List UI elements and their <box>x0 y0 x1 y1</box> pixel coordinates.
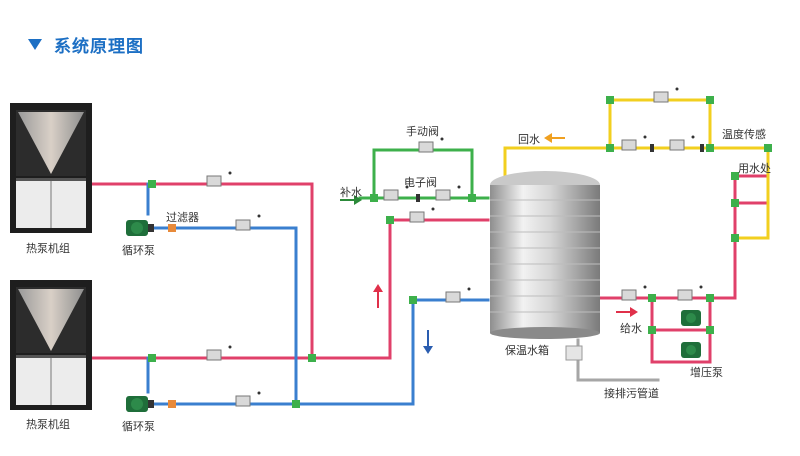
sensor-node-1 <box>650 144 654 152</box>
booster-pump-2-icon <box>681 342 701 358</box>
hot-pipe-to-booster <box>598 174 737 300</box>
arrow-down-blue-icon <box>423 330 433 354</box>
valves <box>206 91 693 407</box>
temp-sensor-node <box>700 144 704 152</box>
pump-1-label: 循环泵 <box>122 244 155 257</box>
filter-icons <box>168 224 176 408</box>
storage-tank <box>490 171 600 361</box>
supply-water-label: 给水 <box>620 322 642 335</box>
manual-valve-label: 手动阀 <box>406 125 439 138</box>
arrow-up-red-icon <box>373 284 383 308</box>
pipe-joints <box>148 96 772 408</box>
valve-handles <box>228 87 703 395</box>
solenoid-valve-label: 电子阀 <box>404 176 437 189</box>
pump-2-label: 循环泵 <box>122 420 155 433</box>
booster-pump-label: 增压泵 <box>690 366 723 379</box>
diagram-title: 系统原理图 <box>28 32 144 57</box>
temp-sensor-label: 温度传感 <box>722 128 766 141</box>
drain-pipe <box>576 338 660 382</box>
tank-label: 保温水箱 <box>505 344 549 357</box>
booster-pump-1-icon <box>681 310 701 326</box>
heat-pump-2-label: 热泵机组 <box>26 418 70 431</box>
hot-pipe-unit2 <box>90 218 490 360</box>
cold-pipe-unit2 <box>148 298 490 406</box>
circulation-pump-1-icon <box>126 220 154 236</box>
solenoid-valve-core <box>416 194 420 202</box>
title-text: 系统原理图 <box>54 37 144 57</box>
arrow-left-orange-icon <box>544 133 565 143</box>
cold-pipe-unit1 <box>148 226 298 406</box>
makeup-water-label: 补水 <box>340 186 362 199</box>
heat-pump-unit-2 <box>10 280 92 410</box>
return-water-label: 回水 <box>518 133 540 146</box>
circulation-pump-2-icon <box>126 396 154 412</box>
arrow-right-red-icon <box>616 307 638 317</box>
heat-pump-1-label: 热泵机组 <box>26 242 70 255</box>
title-triangle-icon <box>28 39 42 50</box>
drain-pipe-label: 接排污管道 <box>604 387 659 400</box>
filter-label: 过滤器 <box>166 211 199 224</box>
heat-pump-unit-1 <box>10 103 92 233</box>
hot-pipe-unit1 <box>90 182 314 360</box>
usage-point-label: 用水处 <box>738 162 771 175</box>
arrow-right-green-icon <box>340 195 362 205</box>
